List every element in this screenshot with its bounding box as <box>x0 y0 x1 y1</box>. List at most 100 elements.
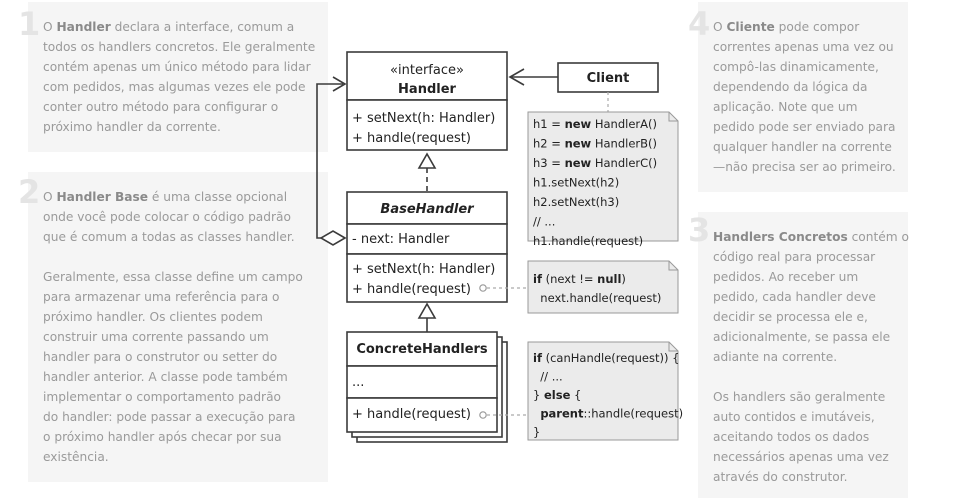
base-code-note: if (next != null) next.handle(request) <box>527 260 679 314</box>
note-line: adicionalmente, se passa ele <box>713 327 908 347</box>
note-text-run: —não precisa ser ao primeiro. <box>713 160 896 174</box>
concrete-handlers-class: ConcreteHandlers ... + handle(request) <box>346 331 508 443</box>
note-line: decidir se processa ele e, <box>713 307 908 327</box>
note-panel-1 <box>28 2 328 152</box>
note-text-run: handler anterior. A classe pode também <box>43 370 288 384</box>
note-line: pedidos. Ao receber um <box>713 267 908 287</box>
note-line: o próximo handler após checar por sua <box>43 427 328 447</box>
note-line: próximo handler. Os clientes podem <box>43 307 328 327</box>
note-line: próximo handler da corrente. <box>43 117 328 137</box>
note-text-run: pedido, cada handler deve <box>713 290 876 304</box>
note-text-run: conter outro método para configurar o <box>43 100 279 114</box>
note-term: Handlers Concretos <box>713 230 848 244</box>
note-text-run: implementar o comportamento padrão <box>43 390 281 404</box>
code-token: h2 = <box>533 137 565 151</box>
code-line: if (next != null) <box>533 272 626 286</box>
note-text-run: Os handlers são geralmente <box>713 390 886 404</box>
code-line: next.handle(request) <box>533 291 661 305</box>
note-text-run: O <box>713 20 727 34</box>
note-text-run: aceitando todos os dados <box>713 430 870 444</box>
note-line: aceitando todos os dados <box>713 427 908 447</box>
note-line: handler para o construtor ou setter do <box>43 347 328 367</box>
code-token <box>533 407 540 421</box>
note-text-run: O <box>43 20 57 34</box>
code-line: } else { <box>533 388 581 402</box>
handler-class-name: Handler <box>398 82 456 97</box>
code-token: h3 = <box>533 156 565 170</box>
note-number-3: 3 <box>688 211 711 249</box>
code-token: // ... <box>533 370 563 384</box>
inheritance-arrow <box>417 302 437 332</box>
note-line: auto contidos e imutáveis, <box>713 407 908 427</box>
note-text-run: o próximo handler após checar por sua <box>43 430 282 444</box>
note-text-run: contém o <box>847 230 909 244</box>
handler-method-setnext: + setNext(h: Handler) <box>352 111 495 126</box>
code-keyword: if <box>533 272 543 286</box>
note-line: com pedidos, mas algumas vezes ele pode <box>43 77 328 97</box>
note-line: compô-las dinamicamente, <box>713 57 908 77</box>
note-line: aplicação. Note que um <box>713 97 908 117</box>
client-class-name: Client <box>587 71 630 86</box>
code-keyword: new <box>565 137 592 151</box>
handler-stereotype: «interface» <box>390 63 464 78</box>
code-line: } <box>533 425 540 439</box>
code-token: ) <box>621 272 626 286</box>
note-text-run: é uma classe opcional <box>148 190 288 204</box>
code-line: h1 = new HandlerA() <box>533 117 657 131</box>
note-text-run: onde você pode colocar o código padrão <box>43 210 291 224</box>
note-line: O Cliente pode compor <box>713 17 908 37</box>
note-line: Handlers Concretos contém o <box>713 227 909 247</box>
note-text-run: Geralmente, essa classe define um campo <box>43 270 303 284</box>
note-line: contém apenas um único método para lidar <box>43 57 328 77</box>
note-line: adiante na corrente. <box>713 347 908 367</box>
code-token: ::handle(request) <box>583 407 683 421</box>
code-token: next.handle(request) <box>533 291 661 305</box>
note-line: pedido pode ser enviado para <box>713 117 908 137</box>
code-line: h2.setNext(h3) <box>533 195 619 209</box>
note-number-1: 1 <box>18 5 41 43</box>
code-token: h1.setNext(h2) <box>533 176 619 190</box>
note-text-run: O <box>43 190 57 204</box>
note-text-run: necessários apenas uma vez <box>713 450 889 464</box>
concrete-handlers-method-handle: + handle(request) <box>352 407 471 422</box>
note-line: O Handler Base é uma classe opcional <box>43 187 328 207</box>
note-text-run: auto contidos e imutáveis, <box>713 410 875 424</box>
note-panel-3 <box>698 212 908 498</box>
base-handler-class-name: BaseHandler <box>380 202 475 217</box>
note-line: que é comum a todas as classes handler. <box>43 227 328 247</box>
note-panel-2 <box>28 172 328 482</box>
code-token: HandlerB() <box>591 137 657 151</box>
aggregation-arrow <box>316 76 347 246</box>
note-text-run: que é comum a todas as classes handler. <box>43 230 295 244</box>
note-line: necessários apenas uma vez <box>713 447 908 467</box>
code-token: h1 = <box>533 117 565 131</box>
note-text-run: adicionalmente, se passa ele <box>713 330 891 344</box>
note-term: Cliente <box>726 20 775 34</box>
note-text-run: decidir se processa ele e, <box>713 310 868 324</box>
note-line: O Handler declara a interface, comum a <box>43 17 328 37</box>
note-text-run: handler para o construtor ou setter do <box>43 350 278 364</box>
code-keyword: new <box>565 156 592 170</box>
note-line: qualquer handler na corrente <box>713 137 908 157</box>
code-token: } <box>533 425 540 439</box>
code-token: } <box>533 388 544 402</box>
note-term: Handler Base <box>56 190 149 204</box>
concrete-handle-connector <box>479 411 528 419</box>
concrete-code-note: if (canHandle(request)) { // ...} else {… <box>527 341 683 441</box>
code-line: h1.setNext(h2) <box>533 176 619 190</box>
note-text-run: dependendo da lógica da <box>713 80 868 94</box>
note-line: para armazenar uma referência para o <box>43 287 328 307</box>
code-line: parent::handle(request) <box>533 407 683 421</box>
note-line: Os handlers são geralmente <box>713 387 908 407</box>
note-line: correntes apenas uma vez ou <box>713 37 908 57</box>
code-line: h1.handle(request) <box>533 234 643 248</box>
client-code-note: h1 = new HandlerA() h2 = new HandlerB() h3… <box>527 111 679 248</box>
note-text-run: aplicação. Note que um <box>713 100 858 114</box>
note-text-run: declara a interface, comum a <box>110 20 295 34</box>
note-line: existência. <box>43 447 328 467</box>
note-text-run: com pedidos, mas algumas vezes ele pode <box>43 80 306 94</box>
code-token: HandlerC() <box>591 156 657 170</box>
handler-method-handle: + handle(request) <box>352 131 471 146</box>
code-keyword: new <box>565 117 592 131</box>
